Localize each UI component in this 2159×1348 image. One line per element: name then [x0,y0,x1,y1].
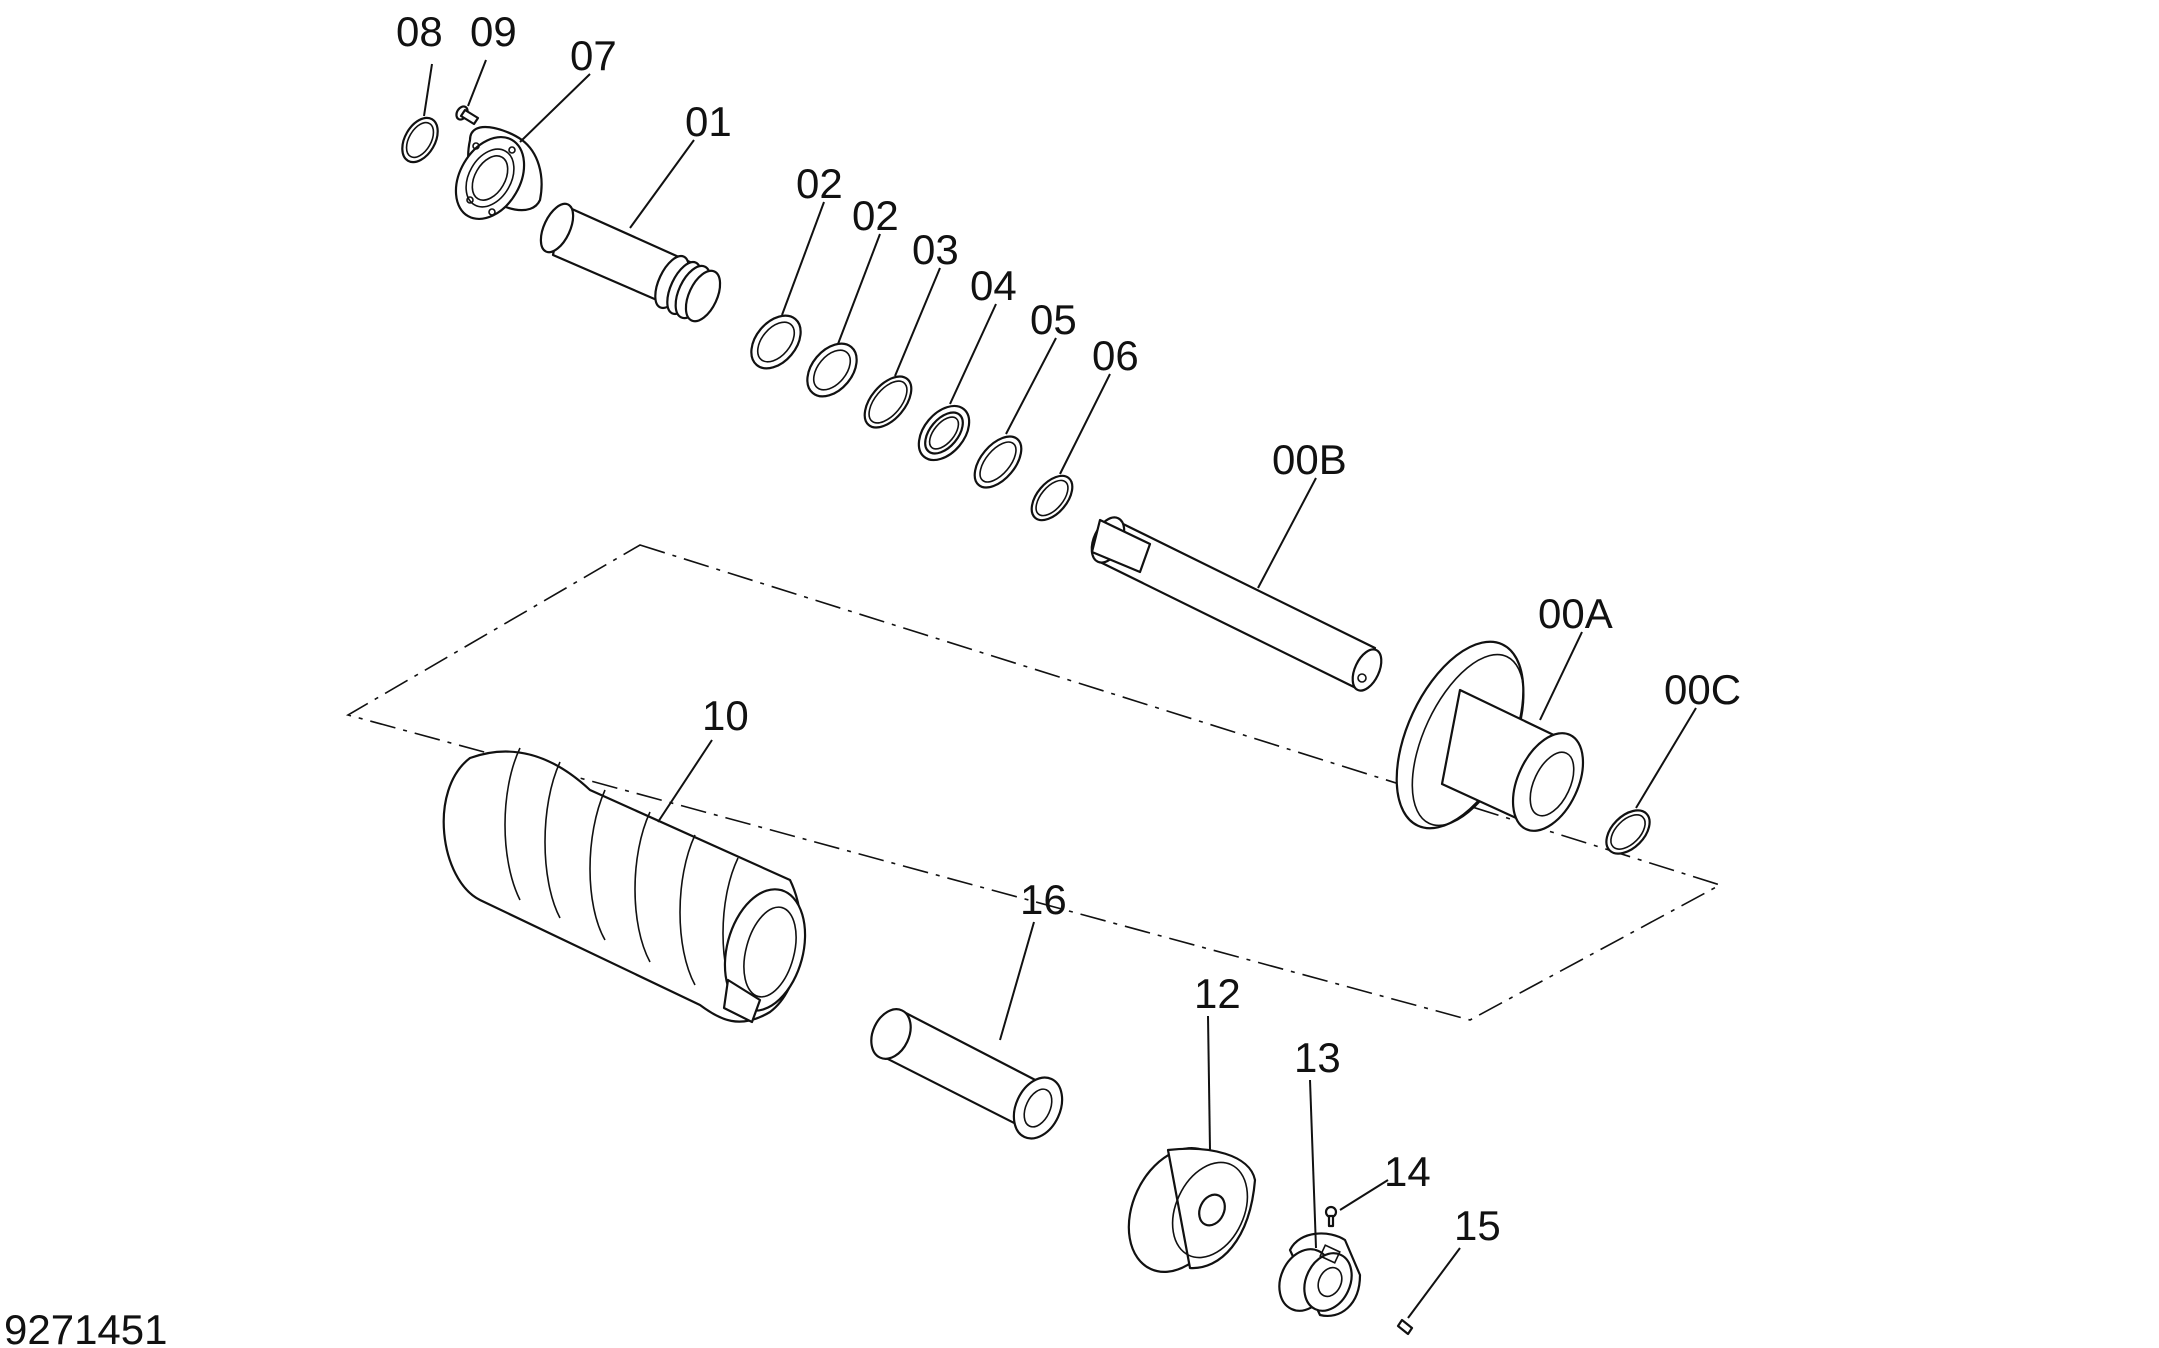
callout-02b: 02 [852,192,899,239]
part-13-collar [1278,1232,1362,1318]
callout-02a: 02 [796,160,843,207]
part-03-ring [863,375,913,429]
leader-lines [423,59,1697,1319]
callout-10: 10 [702,692,749,739]
part-15-pin [1396,1318,1414,1336]
part-00A-idler-wheel [1395,640,1585,832]
part-04-seal [917,404,971,462]
callout-08: 08 [396,8,443,55]
part-02-ring-b [806,342,858,398]
part-00C-o-ring [1605,809,1651,855]
callout-05: 05 [1030,296,1077,343]
callout-15: 15 [1454,1202,1501,1249]
part-01-sleeve [539,202,722,323]
part-14-screw [1324,1205,1338,1228]
part-00B-shaft [1090,516,1383,692]
part-02-ring-a [750,314,802,370]
callout-00A: 00A [1538,590,1613,637]
figure-number: 9271451 [4,1306,168,1348]
callout-03: 03 [912,226,959,273]
part-06-snap-ring [1030,474,1074,522]
part-16-bushing [870,1008,1064,1140]
part-10-spring [442,747,807,1024]
part-09-bolt [455,105,480,126]
assembly-outline [345,544,1723,1021]
callout-16: 16 [1020,876,1067,923]
callout-09: 09 [470,8,517,55]
part-05-ring [973,435,1023,489]
callout-04: 04 [970,262,1017,309]
callout-14: 14 [1384,1148,1431,1195]
callout-00B: 00B [1272,436,1347,483]
callout-12: 12 [1194,970,1241,1017]
callout-13: 13 [1294,1034,1341,1081]
callout-01: 01 [685,98,732,145]
part-08-o-ring [401,116,439,164]
part-07-flange [454,125,543,221]
callout-07: 07 [570,32,617,79]
callout-06: 06 [1092,332,1139,379]
callout-00C: 00C [1664,666,1741,713]
part-12-hub [1127,1146,1257,1274]
